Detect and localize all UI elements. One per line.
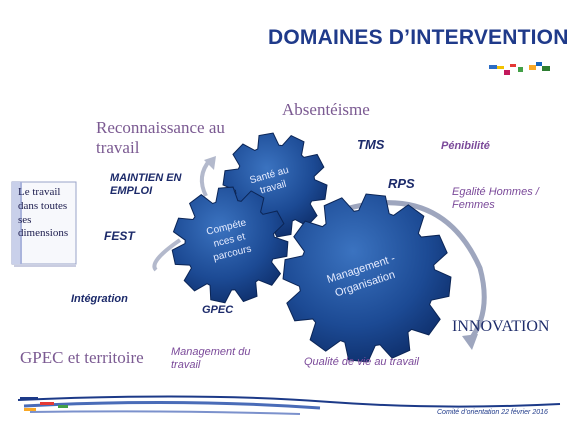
label-integration: Intégration (71, 293, 128, 305)
label-innovation: INNOVATION (452, 318, 550, 335)
label-gpec: GPEC (202, 304, 234, 316)
label-reconnaissance: Reconnaissance au travail (96, 118, 225, 157)
gear-management-body (282, 193, 452, 363)
label-qualite-vie: Qualité de vie au travail (304, 356, 419, 368)
label-maintien: MAINTIEN EN EMPLOI (110, 172, 182, 197)
footer-text: Comité d’orientation 22 février 2016 (437, 409, 548, 416)
book-line-1: Le travail (18, 186, 61, 198)
label-egalite: Egalité Hommes / Femmes (452, 186, 539, 211)
footer-swoosh (17, 395, 561, 415)
slide-title: DOMAINES D’INTERVENTION (268, 26, 568, 49)
book-image (11, 181, 77, 267)
book-line-2: dans toutes (18, 199, 68, 212)
logo-icon (489, 62, 550, 75)
gear-management (282, 193, 452, 363)
label-absenteisme: Absentéisme (282, 100, 370, 119)
book-line-4: dimensions (18, 227, 69, 240)
book-line-3: ses (18, 213, 32, 226)
label-rps: RPS (388, 176, 415, 191)
label-management-travail: Management du travail (171, 346, 251, 371)
label-gpec-territoire: GPEC et territoire (20, 348, 144, 367)
arrow-left (152, 238, 182, 272)
gear-competences (171, 186, 289, 304)
label-penibilite: Pénibilité (441, 140, 490, 152)
gear-competences-body (171, 186, 289, 304)
book-caption: Le travail dans toutes ses dimensions (18, 186, 68, 241)
label-tms: TMS (357, 137, 385, 152)
label-fest: FEST (104, 229, 135, 243)
